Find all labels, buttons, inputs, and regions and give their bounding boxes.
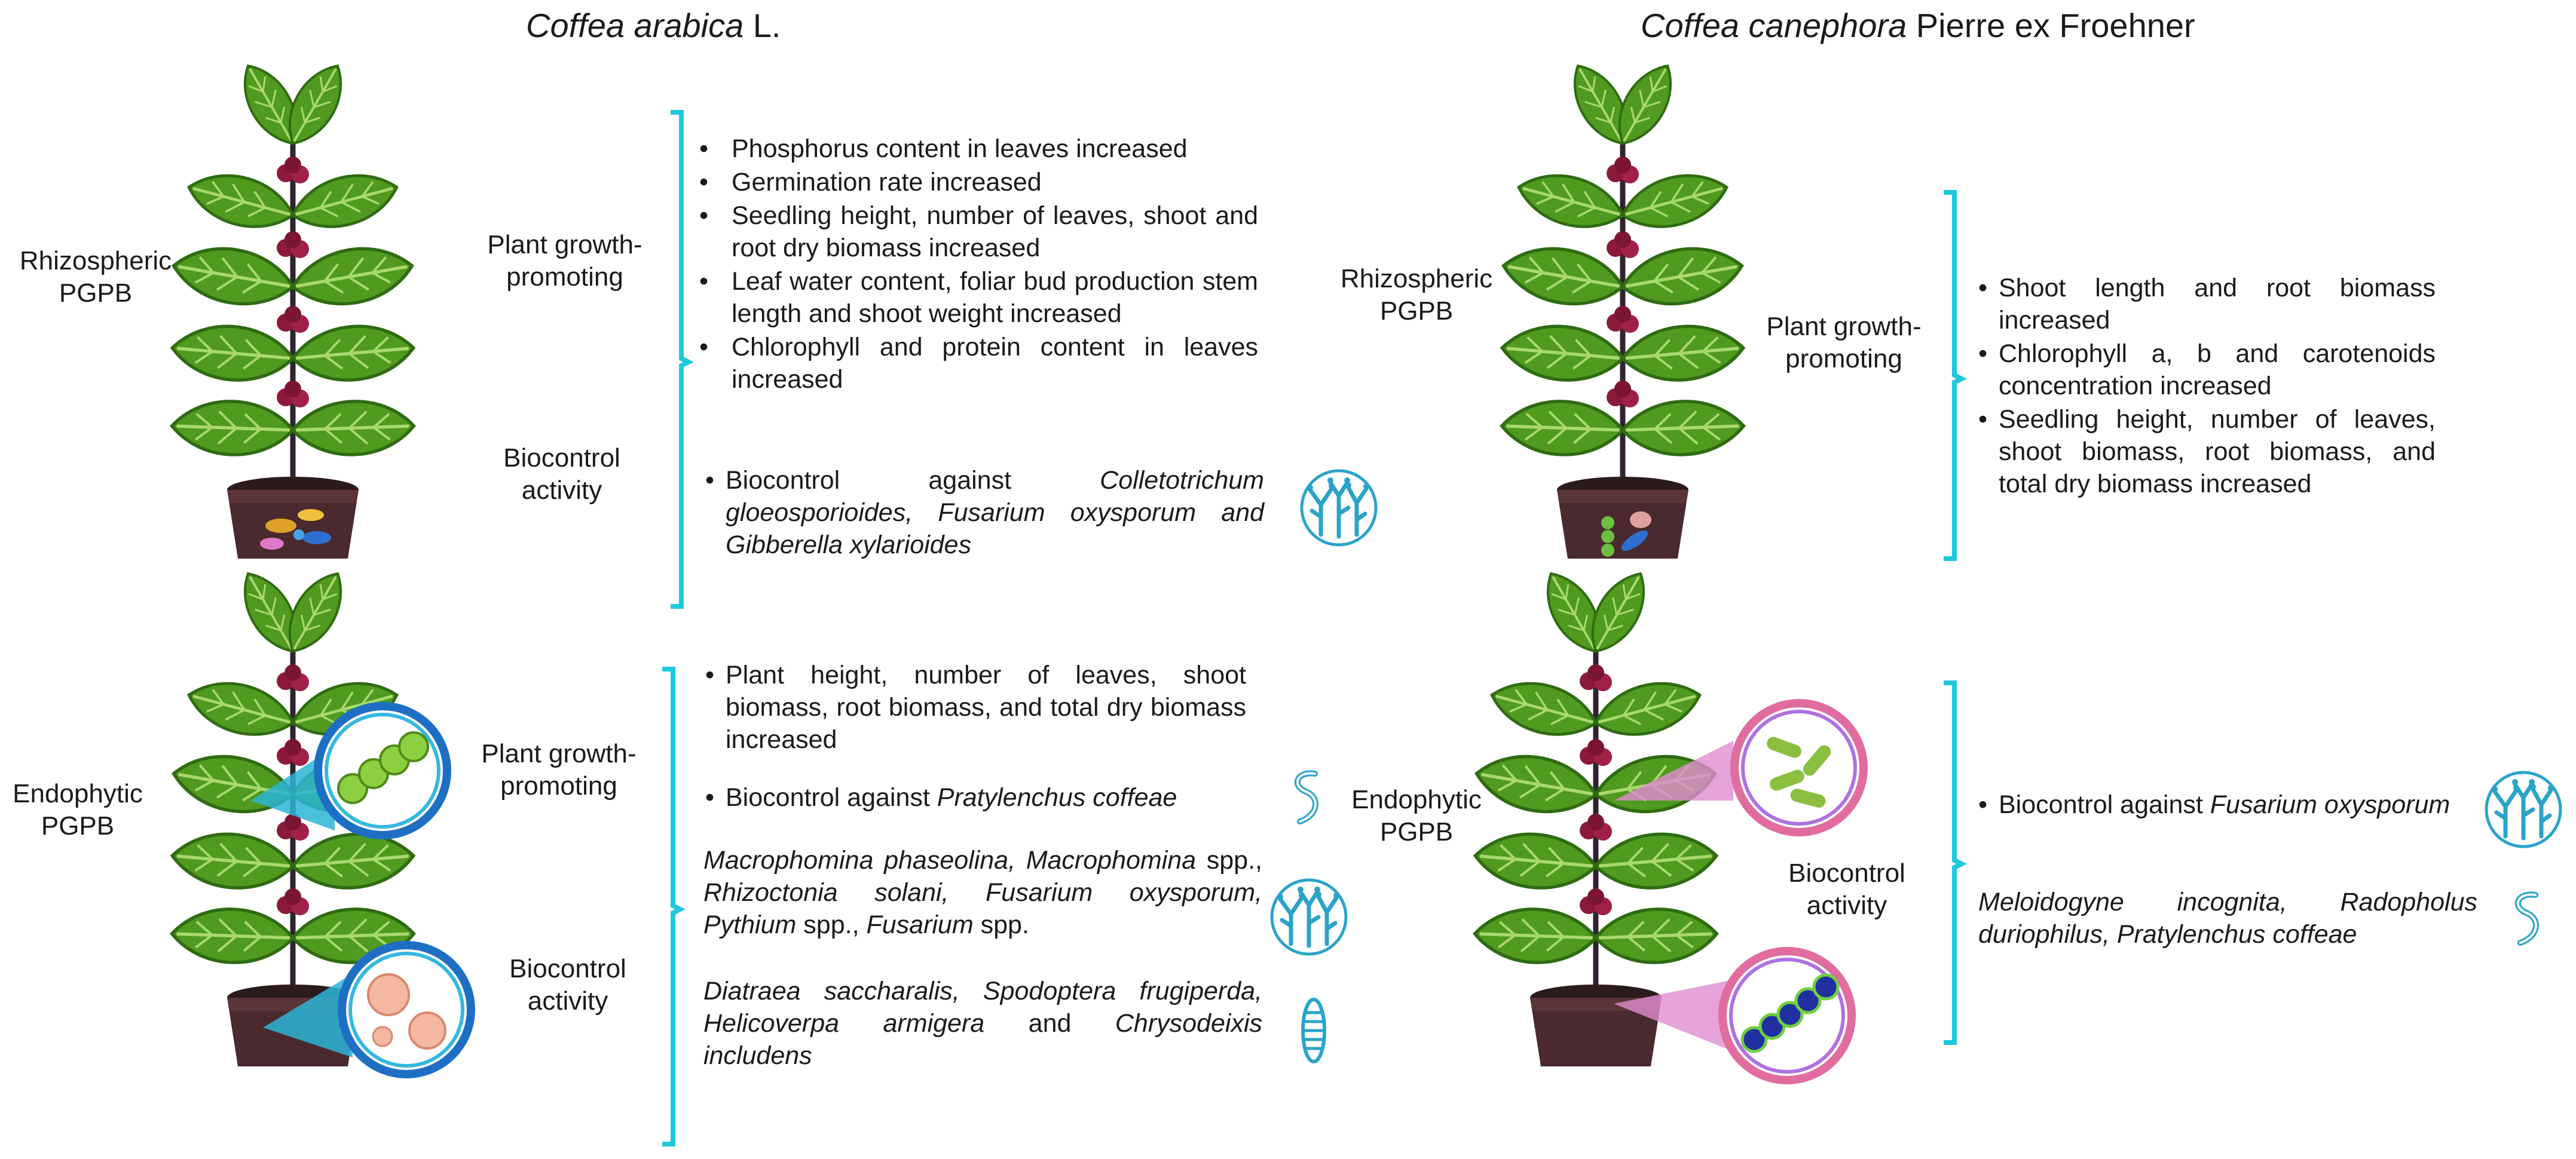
magnifier-bacteria-icon xyxy=(263,941,475,1078)
list-item: Germination rate increased xyxy=(699,166,1258,198)
label-plant-growth-canephora-rhizo: Plant growth-promoting xyxy=(1766,312,1922,373)
title-coffea-arabica: Coffea arabica L. xyxy=(526,7,781,44)
magnifier-bacteria-icon xyxy=(1614,699,1868,836)
list-item: Biocontrol against Fusarium oxysporum xyxy=(1978,789,2486,821)
nematode-icon xyxy=(2518,894,2536,943)
label-plant-growth-arabica-endo: Plant growth-promoting xyxy=(481,739,637,801)
label-plant-growth-arabica-rhizo: Plant growth-promoting xyxy=(487,230,643,292)
list-item: Shoot length and root biomass increased xyxy=(1978,272,2436,336)
list-item: Phosphorus content in leaves increased xyxy=(699,133,1258,165)
label-endophytic-right: Endophytic PGPB xyxy=(1351,785,1482,847)
list-item: Chlorophyll and protein content in leave… xyxy=(699,331,1258,395)
label-biocontrol-canephora-endo: Biocontrol activity xyxy=(1788,858,1905,920)
bracket-arabica-rhizo xyxy=(671,110,694,609)
insect-larva-icon xyxy=(1303,999,1324,1062)
canephora-endo-nematodes: Meloidogyne incognita, Radopholus duriop… xyxy=(1978,888,2477,949)
bracket-arabica-endo xyxy=(662,667,686,1146)
label-endophytic-left: Endophytic PGPB xyxy=(13,779,143,841)
list-item: Plant height, number of leaves, shoot bi… xyxy=(705,659,1246,756)
list-item: Biocontrol against Pratylenchus coffeae xyxy=(705,781,1264,814)
arabica-rhizo-growth-list: Phosphorus content in leaves increased G… xyxy=(699,133,1258,397)
canephora-endo-biocontrol: Biocontrol against Fusarium oxysporum xyxy=(1978,789,2486,822)
list-item: Seedling height, number of leaves, shoot… xyxy=(699,200,1258,264)
arabica-endo-fungi: Macrophomina phaseolina, Macrophomina sp… xyxy=(703,846,1262,939)
arabica-rhizo-biocontrol: Biocontrol against Colletotrichum gloeos… xyxy=(705,464,1264,562)
label-rhizospheric-left: Rhizospheric PGPB xyxy=(19,246,172,308)
arabica-endo-insects: Diatraea saccharalis, Spodoptera frugipe… xyxy=(703,977,1262,1070)
magnifier-bacteria-icon xyxy=(1614,947,1856,1084)
nematode-icon xyxy=(1298,773,1315,821)
label-rhizospheric-right: Rhizospheric PGPB xyxy=(1340,264,1493,326)
list-item: Chlorophyll a, b and carotenoids concent… xyxy=(1978,338,2436,402)
fungus-icon xyxy=(1302,471,1376,545)
label-biocontrol-arabica-rhizo: Biocontrol activity xyxy=(503,443,620,505)
list-item: Biocontrol against Colletotrichum gloeos… xyxy=(705,464,1264,561)
bracket-canephora-rhizo xyxy=(1944,190,1967,561)
coffee-plant-icon xyxy=(1499,56,1746,559)
label-biocontrol-arabica-endo: Biocontrol activity xyxy=(509,954,626,1016)
rhizo-bacteria-left xyxy=(260,509,331,550)
arabica-endo-growth: Plant height, number of leaves, shoot bi… xyxy=(705,659,1246,757)
fungus-icon xyxy=(1272,880,1346,954)
list-item: Leaf water content, foliar bud productio… xyxy=(699,265,1258,330)
magnifier-bacteria-icon xyxy=(251,702,451,839)
coffee-plant-icon xyxy=(169,56,417,559)
fungus-icon xyxy=(2486,772,2560,847)
arabica-endo-biocontrol: Biocontrol against Pratylenchus coffeae xyxy=(705,781,1264,815)
title-coffea-canephora: Coffea canephora Pierre ex Froehner xyxy=(1641,7,2195,44)
bracket-canephora-endo xyxy=(1944,680,1967,1045)
canephora-rhizo-growth-list: Shoot length and root biomass increased … xyxy=(1978,272,2436,501)
rhizo-bacteria-right xyxy=(1601,511,1651,557)
list-item: Seedling height, number of leaves, shoot… xyxy=(1978,403,2436,500)
